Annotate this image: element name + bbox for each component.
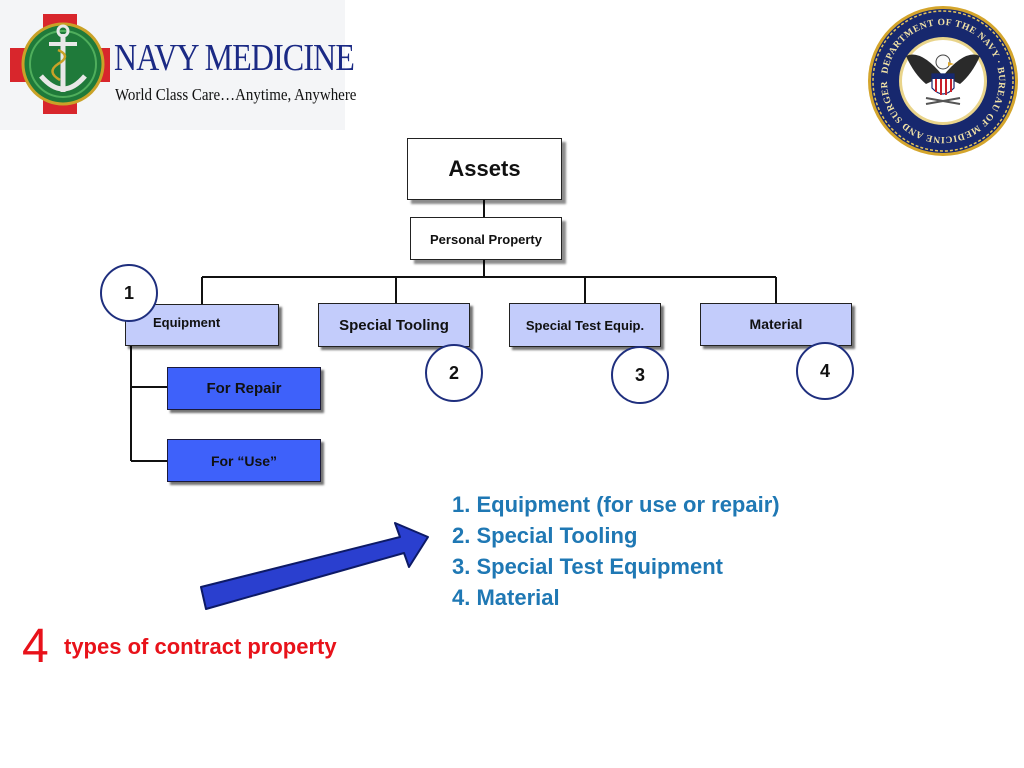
- navy-medicine-logo: NAVY MEDICINE World Class Care…Anytime, …: [0, 0, 356, 130]
- personal-property-label: Personal Property: [430, 232, 542, 247]
- eagle-seal-icon: DEPARTMENT OF THE NAVY · BUREAU OF MEDIC…: [866, 4, 1018, 156]
- special-test-equipment-box: Special Test Equip.: [509, 303, 661, 347]
- special-test-equipment-label: Special Test Equip.: [525, 317, 645, 333]
- arrow-icon: [200, 522, 429, 610]
- number-badge-2: 2: [425, 344, 483, 402]
- special-tooling-box: Special Tooling: [318, 303, 470, 347]
- list-item: 3. Special Test Equipment: [452, 554, 723, 579]
- number-badge-3: 3: [611, 346, 669, 404]
- number-badge-1: 1: [100, 264, 158, 322]
- number-badge-4: 4: [796, 342, 854, 400]
- assets-label: Assets: [448, 156, 521, 181]
- special-tooling-label: Special Tooling: [339, 316, 449, 334]
- list-item: 2. Special Tooling: [452, 523, 638, 548]
- personal-property-box: Personal Property: [410, 217, 562, 260]
- for-use-label: For “Use”: [210, 452, 278, 469]
- list-item: 4. Material: [452, 585, 560, 610]
- for-use-box: For “Use”: [167, 439, 321, 482]
- list-item: 1. Equipment (for use or repair): [452, 492, 780, 517]
- equipment-label: Equipment: [153, 315, 221, 330]
- material-label: Material: [749, 316, 803, 332]
- material-box: Material: [700, 303, 852, 346]
- logo-title: NAVY MEDICINE: [114, 37, 355, 79]
- for-repair-box: For Repair: [167, 367, 321, 410]
- assets-box: Assets: [407, 138, 562, 200]
- caption-text: types of contract property: [64, 634, 337, 659]
- anchor-cross-emblem-icon: [10, 14, 110, 114]
- for-repair-label: For Repair: [206, 380, 282, 397]
- logo-tagline: World Class Care…Anytime, Anywhere: [115, 85, 357, 104]
- caption-number: 4: [22, 620, 49, 673]
- property-type-list: 1. Equipment (for use or repair) 2. Spec…: [452, 489, 780, 613]
